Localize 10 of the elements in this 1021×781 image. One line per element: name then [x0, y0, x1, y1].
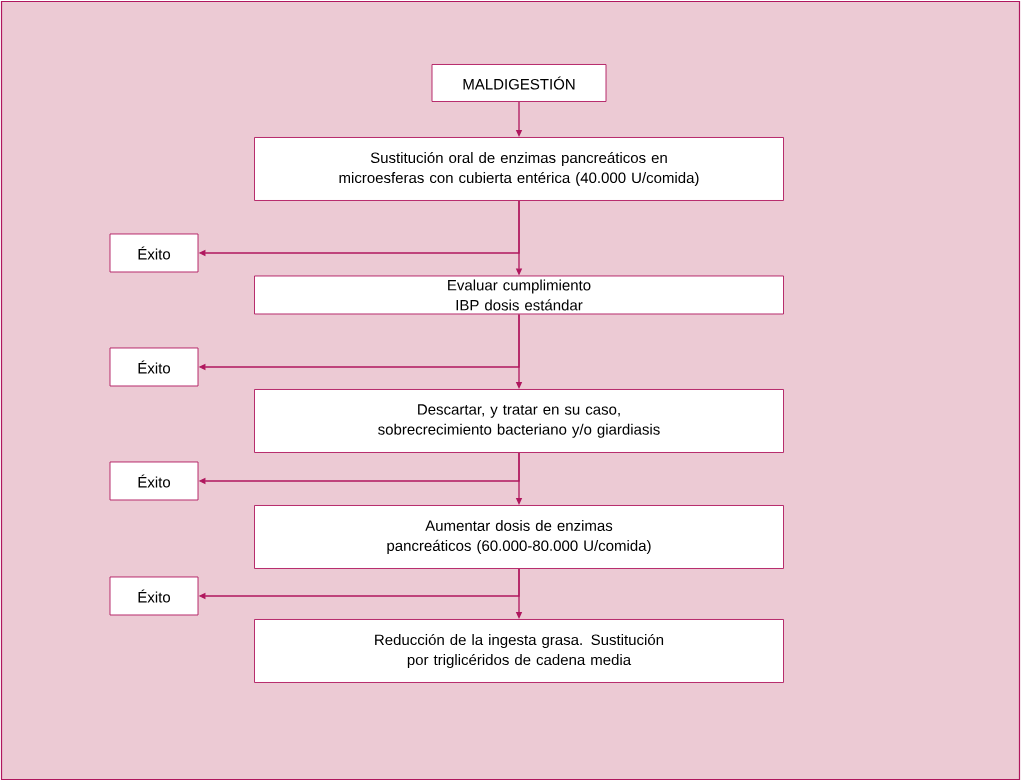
process-box: Evaluar cumplimiento IBP dosis estándar: [254, 275, 784, 315]
process-box: Sustitución oral de enzimas pancreáticos en microesferas con cubierta entérica (40.000 U/comida): [254, 137, 784, 201]
process-box: Aumentar dosis de enzimas pancreáticos (60.000-80.000 U/comida): [254, 505, 784, 569]
outcome-box: Éxito: [109, 233, 199, 273]
process-box: Reducción de la ingesta grasa. Sustitución por triglicéridos de cadena media: [254, 619, 784, 683]
outcome-box: Éxito: [109, 347, 199, 387]
outcome-box: Éxito: [109, 461, 199, 501]
process-box: Descartar, y tratar en su caso, sobrecrecimiento bacteriano y/o giardiasis: [254, 389, 784, 453]
outcome-box: Éxito: [109, 576, 199, 616]
process-box: MALDIGESTIÓN: [431, 64, 607, 102]
